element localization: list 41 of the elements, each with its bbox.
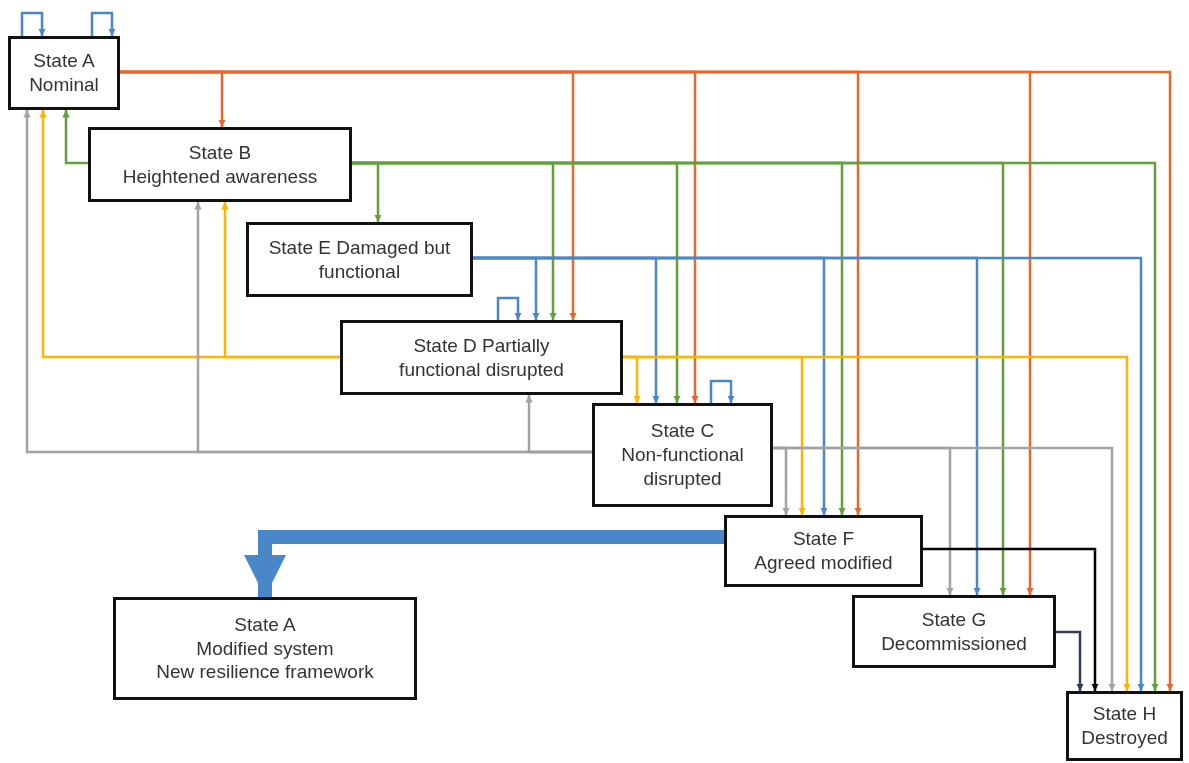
arrow <box>62 110 88 165</box>
arrow <box>623 355 1131 691</box>
state-label: State E Damaged but functional <box>267 235 452 284</box>
state-label: State D Partially functional disrupted <box>398 333 565 382</box>
state-label: State A <box>234 612 296 637</box>
state-box <box>852 595 1056 668</box>
arrow <box>244 530 724 597</box>
state-label: State A <box>33 49 95 73</box>
state-label: Decommissioned <box>881 631 1027 656</box>
state-label: Heightened awareness <box>122 164 318 189</box>
arrow <box>90 11 116 36</box>
arrow <box>352 161 1159 691</box>
state-label: Non-functional disrupted <box>620 443 745 491</box>
state-label: Nominal <box>29 73 99 97</box>
state-label: State F <box>792 527 855 551</box>
arrow <box>221 202 340 359</box>
state-label: Agreed modified <box>754 551 893 575</box>
arrow <box>709 379 735 403</box>
state-label: New resilience framework <box>156 660 374 685</box>
state-label: State B <box>188 140 252 165</box>
arrow <box>923 547 1099 691</box>
state-box <box>113 597 417 700</box>
state-box <box>246 222 473 297</box>
arrow <box>496 296 522 320</box>
state-box <box>88 127 352 202</box>
state-label: Destroyed <box>1081 726 1168 750</box>
state-label: Modified system <box>196 636 334 661</box>
state-label: State H <box>1092 702 1157 726</box>
state-box <box>592 403 773 507</box>
arrow <box>773 446 1116 691</box>
arrow <box>20 11 46 36</box>
state-box <box>340 320 623 395</box>
arrow <box>473 256 1145 691</box>
arrow <box>525 395 592 454</box>
state-label: State G <box>921 607 987 632</box>
arrow <box>120 70 1174 691</box>
state-label: State C <box>650 419 715 444</box>
state-box <box>1066 691 1183 761</box>
arrow <box>1056 630 1084 691</box>
state-box <box>8 36 120 110</box>
state-box <box>724 515 923 587</box>
